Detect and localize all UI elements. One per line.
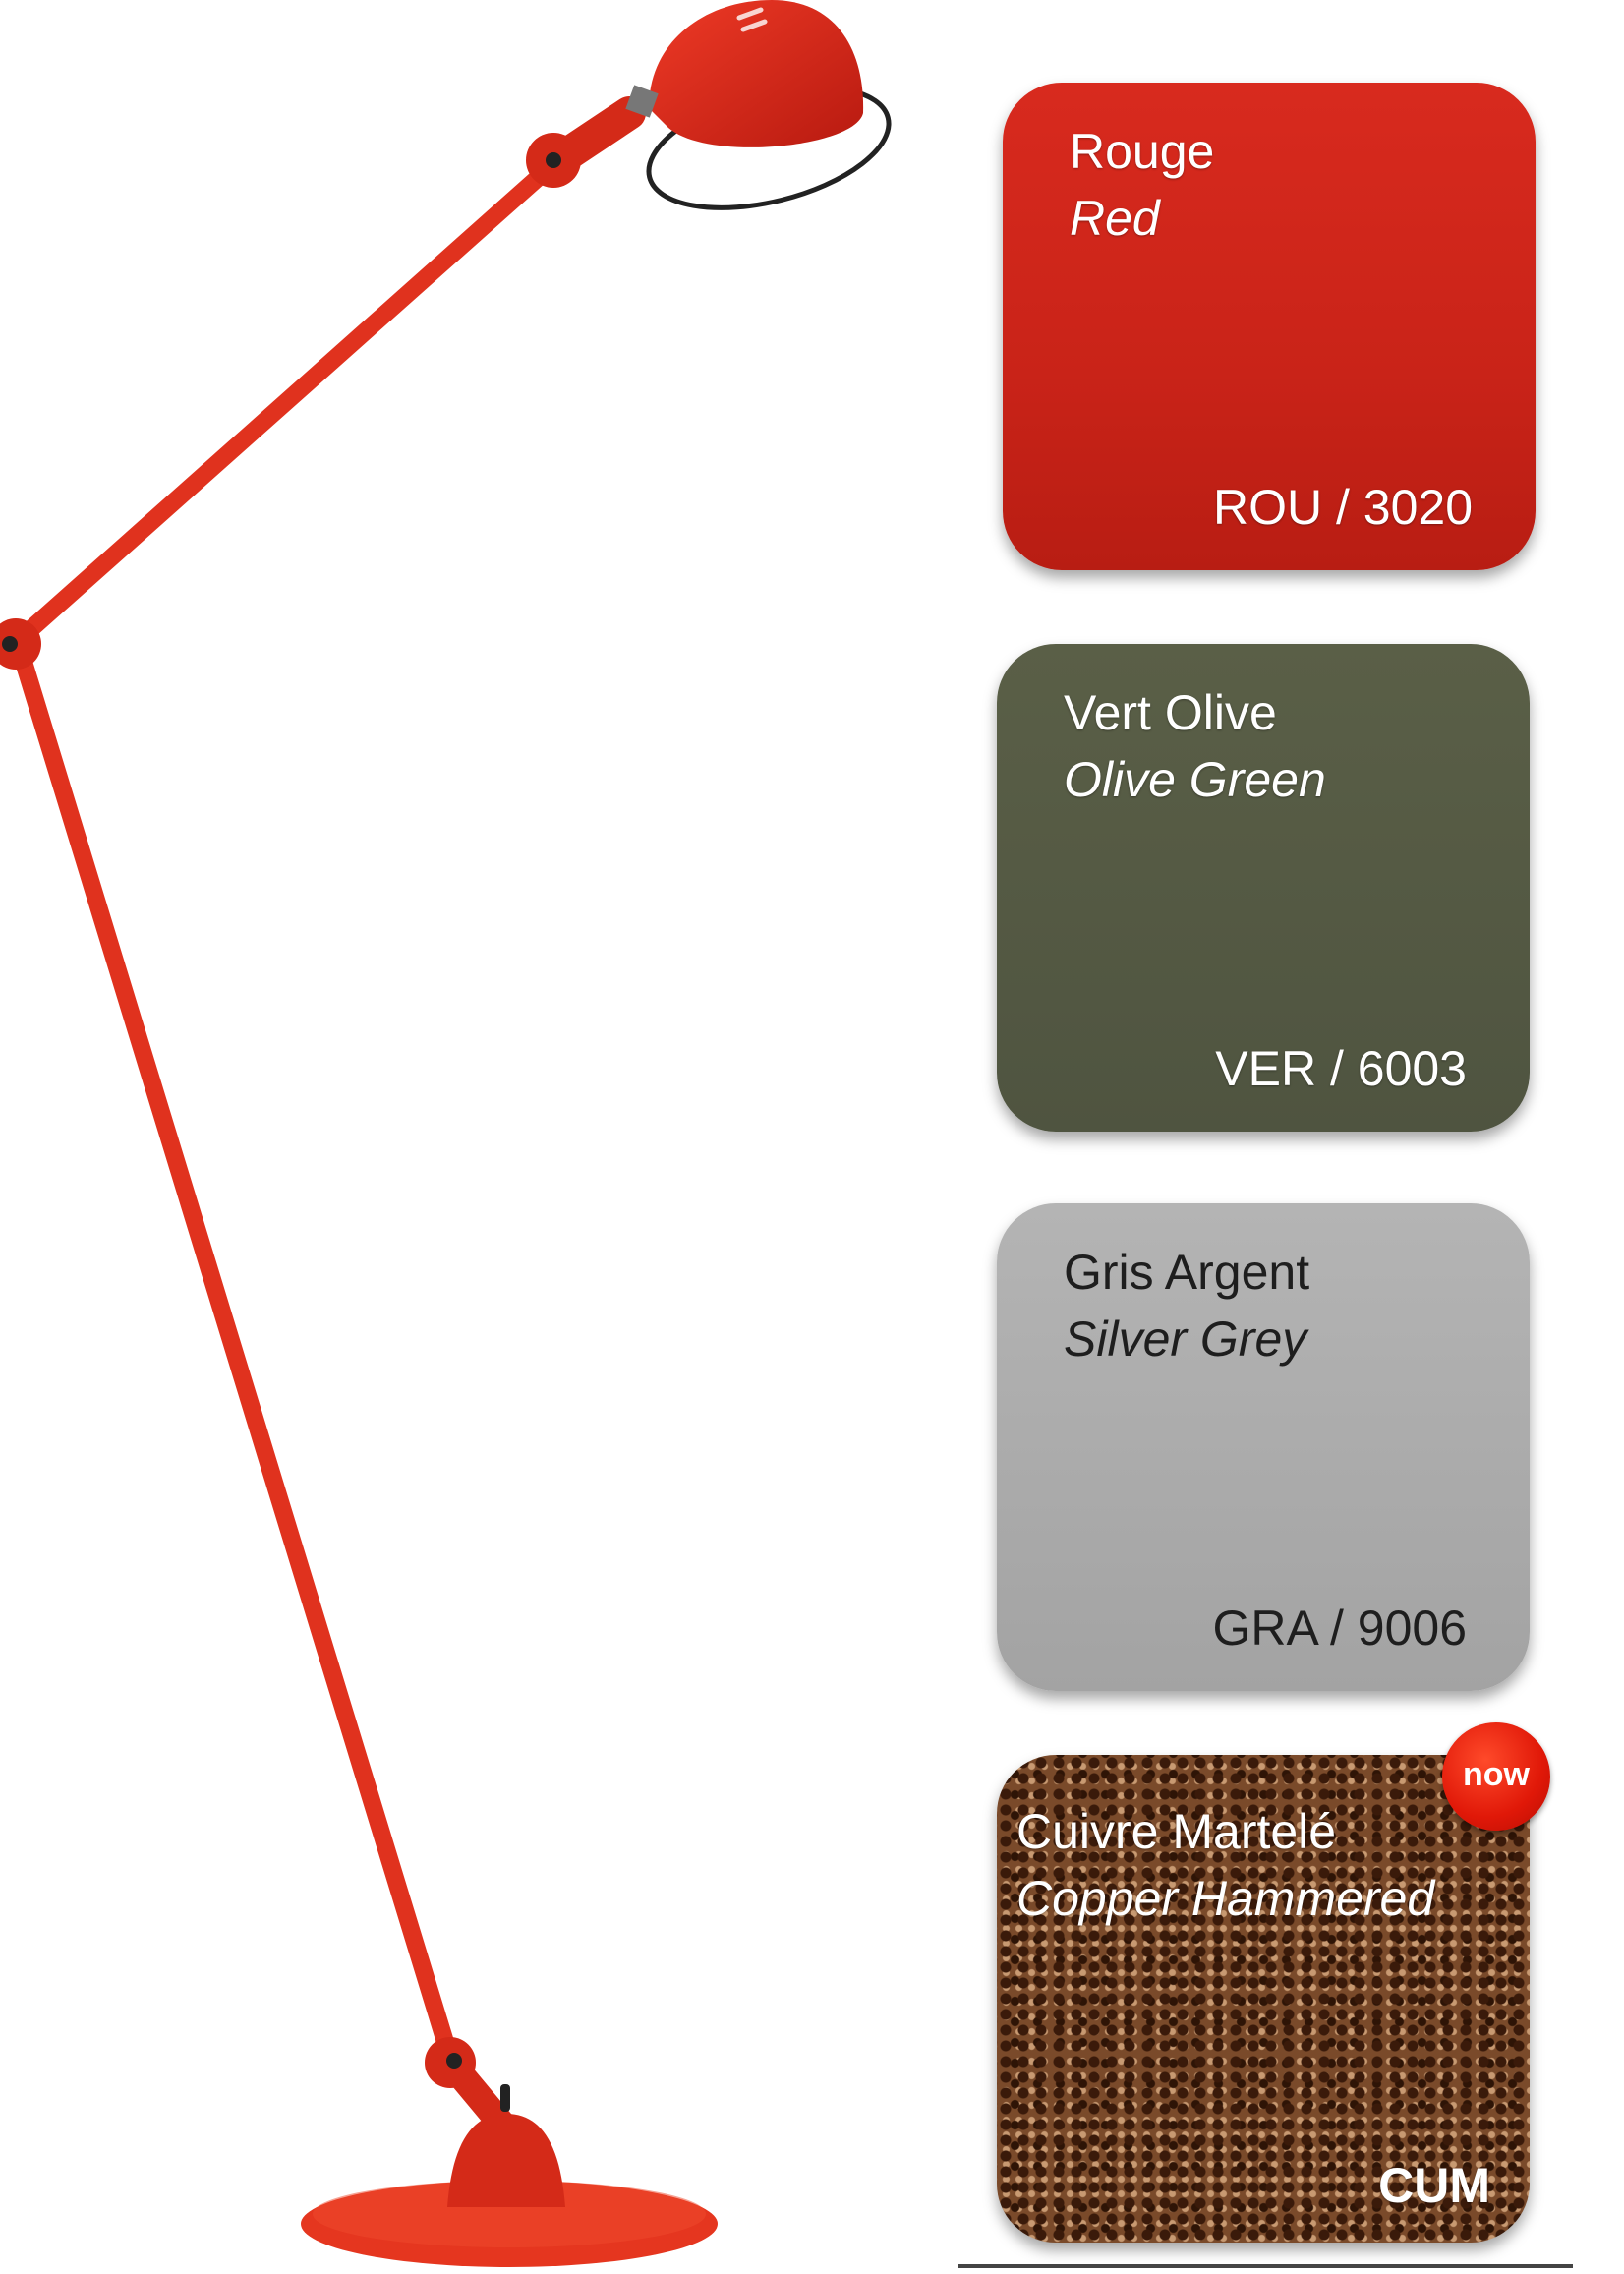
lamp-base-dome — [447, 2114, 565, 2207]
swatch-code: GRA / 9006 — [1212, 1601, 1468, 1656]
swatch-silver-grey: Gris Argent Silver Grey GRA / 9006 — [997, 1203, 1530, 1691]
swatch-name-en: Olive Green — [1064, 752, 1326, 807]
lamp-shade — [649, 0, 864, 147]
lamp-upper-arm — [11, 153, 564, 648]
floor-lamp-image — [0, 0, 892, 2267]
swatch-name-fr: Cuivre Martelé — [1016, 1804, 1337, 1859]
swatch-code: ROU / 3020 — [1212, 480, 1473, 535]
swatch-copper-hammered: Cuivre Martelé Copper Hammered CUM — [997, 1755, 1530, 2243]
swatch-code: CUM — [1378, 2158, 1490, 2213]
swatch-name-en: Red — [1070, 191, 1160, 246]
swatch-name-fr: Rouge — [1070, 124, 1215, 179]
swatch-name-en: Copper Hammered — [1016, 1871, 1435, 1926]
lamp-lower-arm — [11, 640, 461, 2073]
new-badge: now — [1442, 1722, 1550, 1831]
swatch-red: Rouge Red ROU / 3020 — [1003, 83, 1536, 570]
swatch-code: VER / 6003 — [1215, 1041, 1467, 1096]
swatch-olive-green: Vert Olive Olive Green VER / 6003 — [997, 644, 1530, 1132]
lamp-elbow-joint — [0, 618, 41, 670]
swatch-name-fr: Gris Argent — [1064, 1245, 1310, 1300]
divider — [958, 2264, 1573, 2268]
swatch-name-en: Silver Grey — [1064, 1312, 1307, 1367]
swatch-name-fr: Vert Olive — [1064, 685, 1277, 740]
